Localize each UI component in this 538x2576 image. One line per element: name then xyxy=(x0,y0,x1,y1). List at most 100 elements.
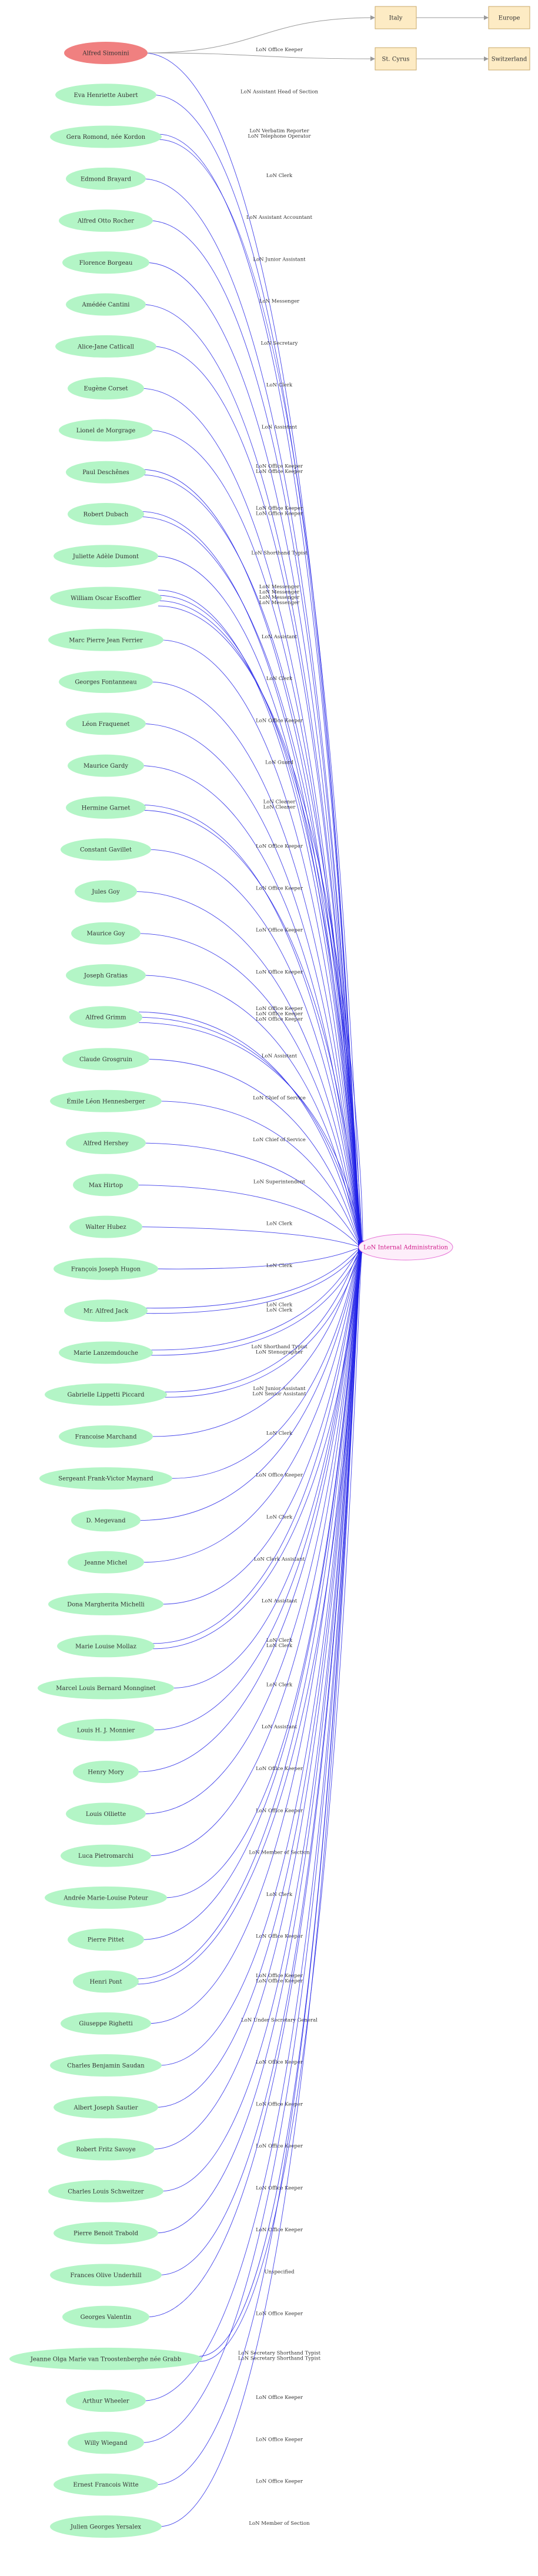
person-node-willy-wiegand[interactable]: Willy Wiegand xyxy=(68,2431,144,2454)
person-node-henri-pont[interactable]: Henri Pont xyxy=(73,1970,139,1993)
person-node-jeanne-michel[interactable]: Jeanne Michel xyxy=(68,1551,144,1574)
role-label: LoN Secretary Shorthand Typist xyxy=(238,2355,321,2361)
person-node-francoise-marchand[interactable]: Francoise Marchand xyxy=(59,1425,153,1448)
person-node-robert-fritz-savoye[interactable]: Robert Fritz Savoye xyxy=(57,2138,155,2161)
person-node-emile-leon-hennesberger[interactable]: Émile Léon Hennesberger xyxy=(50,1089,162,1112)
role-label: LoN Clerk xyxy=(266,1638,293,1644)
person-node-charles-benjamin-saudan[interactable]: Charles Benjamin Saudan xyxy=(50,2054,162,2077)
person-node-alfred-grimm[interactable]: Alfred Grimm xyxy=(69,1006,142,1029)
person-node-henry-mory[interactable]: Henry Mory xyxy=(73,1761,139,1784)
person-node-dona-margherita-michelli[interactable]: Dona Margherita Michelli xyxy=(48,1593,163,1616)
person-node-eugene-corset[interactable]: Eugène Corset xyxy=(68,377,144,400)
place-node-europe[interactable]: Europe xyxy=(488,6,530,29)
person-node-joseph-gratias[interactable]: Joseph Gratias xyxy=(66,964,146,987)
person-node-maurice-gardy[interactable]: Maurice Gardy xyxy=(68,754,144,777)
role-edge-joseph-gratias-1 xyxy=(142,975,363,1248)
person-node-alfred-hershey[interactable]: Alfred Hershey xyxy=(66,1132,146,1155)
person-ellipse xyxy=(59,1341,153,1364)
person-node-marc-pierre-jean-ferrier[interactable]: Marc Pierre Jean Ferrier xyxy=(48,628,163,651)
person-node-paul-deschenes[interactable]: Paul Deschênes xyxy=(66,461,146,484)
person-node-maurice-goy[interactable]: Maurice Goy xyxy=(71,922,141,945)
person-node-pierre-pittet[interactable]: Pierre Pittet xyxy=(68,1928,144,1951)
person-node-marie-lanzemdouche[interactable]: Marie Lanzemdouche xyxy=(59,1341,153,1364)
person-node-d-megevand[interactable]: D. Megevand xyxy=(71,1509,141,1532)
role-label: LoN Clerk xyxy=(266,173,293,179)
person-node-hermine-garnet[interactable]: Hermine Garnet xyxy=(66,796,146,819)
person-node-frances-olive-underhill[interactable]: Frances Olive Underhill xyxy=(50,2264,162,2287)
role-label: LoN Clerk xyxy=(266,676,293,682)
role-label: LoN Clerk xyxy=(266,1643,293,1649)
place-node-switzerland[interactable]: Switzerland xyxy=(488,47,530,71)
person-node-marie-louise-mollaz[interactable]: Marie Louise Mollaz xyxy=(57,1635,155,1658)
person-label: Frances Olive Underhill xyxy=(70,2272,141,2279)
person-node-louis-h-j-monnier[interactable]: Louis H. J. Monnier xyxy=(57,1718,155,1741)
person-node-edmond-brayard[interactable]: Edmond Brayard xyxy=(66,167,146,190)
role-label: LoN Office Keeper xyxy=(256,2060,303,2065)
role-edge-emile-leon-hennesberger-1 xyxy=(158,1101,363,1249)
person-node-luca-pietromarchi[interactable]: Luca Pietromarchi xyxy=(61,1844,151,1867)
person-node-arthur-wheeler[interactable]: Arthur Wheeler xyxy=(66,2390,146,2412)
person-node-charles-louis-schweitzer[interactable]: Charles Louis Schweitzer xyxy=(48,2180,163,2202)
person-node-florence-borgeau[interactable]: Florence Borgeau xyxy=(62,251,149,274)
person-node-gabrielle-lippetti-piccard[interactable]: Gabrielle Lippetti Piccard xyxy=(45,1383,167,1406)
person-node-william-oscar-escoffier[interactable]: William Oscar Escoffier xyxy=(50,586,162,609)
person-node-lionel-de-morgrage[interactable]: Lionel de Morgrage xyxy=(59,419,153,442)
person-node-andree-marie-louise-poteur[interactable]: Andrée Marie-Louise Poteur xyxy=(45,1886,167,1909)
role-label: LoN Stenographer xyxy=(256,1349,303,1355)
person-node-robert-dubach[interactable]: Robert Dubach xyxy=(68,502,144,525)
place-node-st-cyrus[interactable]: St. Cyrus xyxy=(375,47,417,71)
person-node-alfred-otto-rocher[interactable]: Alfred Otto Rocher xyxy=(59,209,153,232)
role-edge-henry-mory-1 xyxy=(135,1247,363,1772)
person-node-albert-joseph-sautier[interactable]: Albert Joseph Sautier xyxy=(54,2096,158,2119)
role-label: LoN Office Keeper xyxy=(256,2185,303,2191)
person-node-juliette-adele-dumont[interactable]: Juliette Adèle Dumont xyxy=(54,545,158,568)
person-node-constant-gavillet[interactable]: Constant Gavillet xyxy=(61,838,151,861)
role-edge-georges-valentin-1 xyxy=(145,1249,363,2318)
person-label: Juliette Adèle Dumont xyxy=(72,554,139,560)
place-label: Switzerland xyxy=(492,56,527,63)
person-node-georges-fontanneau[interactable]: Georges Fontanneau xyxy=(59,671,153,694)
person-node-jules-goy[interactable]: Jules Goy xyxy=(75,880,137,903)
role-label: LoN Office Keeper xyxy=(256,1808,303,1814)
person-node-leon-fraquenet[interactable]: Léon Fraquenet xyxy=(66,712,146,735)
role-label: LoN Office Keeper xyxy=(256,1766,303,1772)
role-edge-louis-h-j-monnier-1 xyxy=(151,1247,363,1731)
person-node-georges-valentin[interactable]: Georges Valentin xyxy=(62,2305,149,2328)
person-node-walter-hubez[interactable]: Walter Hubez xyxy=(69,1215,142,1238)
person-node-francois-joseph-hugon[interactable]: François Joseph Hugon xyxy=(54,1257,158,1280)
role-label: LoN Messenger xyxy=(259,299,300,305)
person-node-claude-grosgruin[interactable]: Claude Grosgruin xyxy=(62,1048,149,1071)
role-edge-mr-alfred-jack-1 xyxy=(143,1245,363,1309)
role-label: LoN Assistant Accountant xyxy=(246,215,313,221)
edge-layer: LoN Office Keeper LoN Assistant Head of S… xyxy=(133,15,489,2527)
role-label: LoN Office Keeper xyxy=(256,511,303,516)
role-edge-gabrielle-lippetti-piccard-1 xyxy=(163,1245,363,1392)
person-node-eva-henriette-aubert[interactable]: Eva Henriette Aubert xyxy=(55,84,156,106)
person-node-marcel-louis-bernard-monnginet[interactable]: Marcel Louis Bernard Monnginet xyxy=(38,1677,174,1699)
role-label: LoN Office Keeper xyxy=(256,1934,303,1940)
role-edge-william-oscar-escoffier-4 xyxy=(158,605,367,1247)
person-label: Pierre Pittet xyxy=(88,1937,124,1944)
person-ellipse xyxy=(50,2054,162,2077)
person-node-alice-jane-catlicall[interactable]: Alice-Jane Catlicall xyxy=(55,335,156,358)
role-label: LoN Assistant Head of Section xyxy=(240,89,318,95)
person-node-mr-alfred-jack[interactable]: Mr. Alfred Jack xyxy=(64,1299,148,1322)
person-label: Louis H. J. Monnier xyxy=(77,1727,135,1734)
person-label: Edmond Brayard xyxy=(81,176,132,182)
person-node-max-hirtop[interactable]: Max Hirtop xyxy=(73,1174,139,1197)
person-node-gera-romond-nee-kordon[interactable]: Gera Romond, née Kordon xyxy=(50,125,162,148)
person-node-amedee-cantini[interactable]: Amédée Cantini xyxy=(66,293,146,316)
role-edge-max-hirtop-1 xyxy=(135,1184,363,1249)
place-label: Europe xyxy=(499,15,520,22)
person-node-jeanne-olga-marie-van-troostenberghe-nee-grabb[interactable]: Jeanne Olga Marie van Troostenberghe née… xyxy=(9,2347,202,2370)
person-node-louis-olliette[interactable]: Louis Olliette xyxy=(66,1802,146,1825)
person-node-pierre-benoit-trabold[interactable]: Pierre Benoit Trabold xyxy=(54,2222,158,2245)
person-node-sergeant-frank-victor-maynard[interactable]: Sergeant Frank-Victor Maynard xyxy=(39,1467,172,1490)
person-node-ernest-francois-witte[interactable]: Ernest Francois Witte xyxy=(54,2473,158,2496)
person-node-julien-georges-yersalex[interactable]: Julien Georges Yersalex xyxy=(50,2515,162,2538)
person-node-giuseppe-righetti[interactable]: Giuseppe Righetti xyxy=(61,2012,151,2035)
person-label: Andrée Marie-Louise Poteur xyxy=(63,1895,148,1901)
place-node-italy[interactable]: Italy xyxy=(375,6,417,29)
hub-node[interactable]: LoN Internal Administration xyxy=(358,1234,453,1261)
person-node-alfred-simonini[interactable]: Alfred Simonini xyxy=(64,42,148,64)
